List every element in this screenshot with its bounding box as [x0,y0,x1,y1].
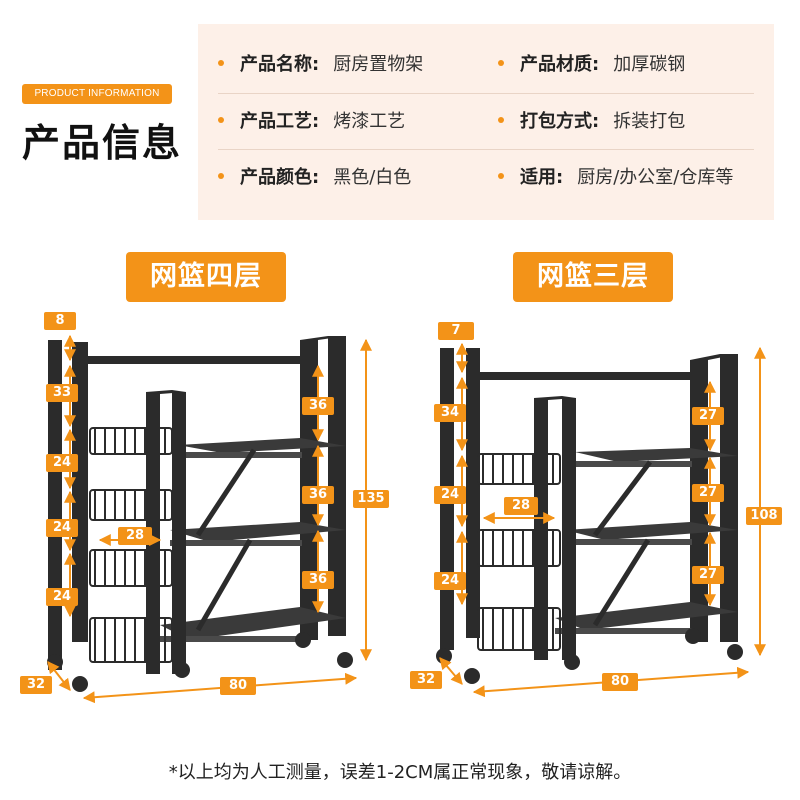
info-key: 产品工艺: [240,111,320,132]
bullet-icon [498,173,504,179]
dim-label-depth: 32 [410,671,442,689]
bullet-icon [498,117,504,123]
dim-label-shelf-gap: 27 [692,566,724,584]
info-cell: 适用: 厨房/办公室/仓库等 [498,150,733,206]
dim-label-gap: 24 [46,588,78,606]
info-key: 打包方式: [520,111,600,132]
variant-tag-three-tier: 网篮三层 [513,252,673,302]
info-cell: 产品颜色: 黑色/白色 [218,150,411,206]
info-value: 烤漆工艺 [333,111,406,132]
dim-label-width: 80 [602,673,638,691]
dim-label-width: 80 [220,677,256,695]
dim-label-height: 135 [353,490,389,508]
dim-label-shelf-gap: 27 [692,484,724,502]
info-key: 产品颜色: [240,167,320,188]
dim-label-basket-width: 28 [118,527,152,545]
dim-label-gap: 24 [434,572,466,590]
info-panel: 产品名称: 厨房置物架 产品材质: 加厚碳钢 产品工艺: 烤漆工艺 打包方式: 拆装打包… [198,24,774,220]
info-value: 厨房/办公室/仓库等 [577,167,734,188]
bullet-icon [218,60,224,66]
wire-baskets [477,453,561,651]
dim-label-gap: 33 [46,384,78,402]
dim-label-depth: 32 [20,676,52,694]
dim-label-basket-width: 28 [504,497,538,515]
info-value: 黑色/白色 [333,167,412,188]
dim-label-gap: 24 [434,486,466,504]
info-cell: 产品工艺: 烤漆工艺 [218,94,405,150]
info-key: 产品名称: [240,54,320,75]
bullet-icon [498,60,504,66]
info-key: 适用: [520,167,564,188]
dim-label-shelf-gap: 36 [302,486,334,504]
bullet-icon [218,117,224,123]
dimension-arrows [439,342,766,698]
dim-label-gap: 34 [434,404,466,422]
shelf-diagram-three-tier [436,342,766,698]
info-row: 产品颜色: 黑色/白色 适用: 厨房/办公室/仓库等 [218,149,754,206]
info-cell: 产品名称: 厨房置物架 [218,37,423,93]
shelf-boards [555,448,738,630]
dim-label-top: 7 [438,322,474,340]
info-value: 加厚碳钢 [613,54,686,75]
dim-label-height: 108 [746,507,782,525]
dim-label-shelf-gap: 36 [302,397,334,415]
info-cell: 产品材质: 加厚碳钢 [498,37,685,93]
dim-label-shelf-gap: 36 [302,571,334,589]
info-value: 拆装打包 [613,111,686,132]
dim-label-gap: 24 [46,519,78,537]
info-row: 产品工艺: 烤漆工艺 打包方式: 拆装打包 [218,93,754,150]
dim-label-shelf-gap: 27 [692,407,724,425]
dim-label-gap: 24 [46,454,78,472]
dim-label-top: 8 [44,312,76,330]
shelf-diagram-four-tier [47,334,372,704]
basket-frame [48,340,186,674]
info-row: 产品名称: 厨房置物架 产品材质: 加厚碳钢 [218,37,754,93]
page-title: 产品信息 [22,121,183,165]
bullet-icon [218,173,224,179]
wire-baskets [89,427,173,663]
variant-tag-four-tier: 网篮四层 [126,252,286,302]
measurement-note: *以上均为人工测量，误差1-2CM属正常现象，敬请谅解。 [168,762,632,783]
product-info-badge: PRODUCT INFORMATION [22,84,172,104]
info-key: 产品材质: [520,54,600,75]
info-value: 厨房置物架 [333,54,424,75]
info-cell: 打包方式: 拆装打包 [498,94,685,150]
shelf-boards [160,438,346,640]
